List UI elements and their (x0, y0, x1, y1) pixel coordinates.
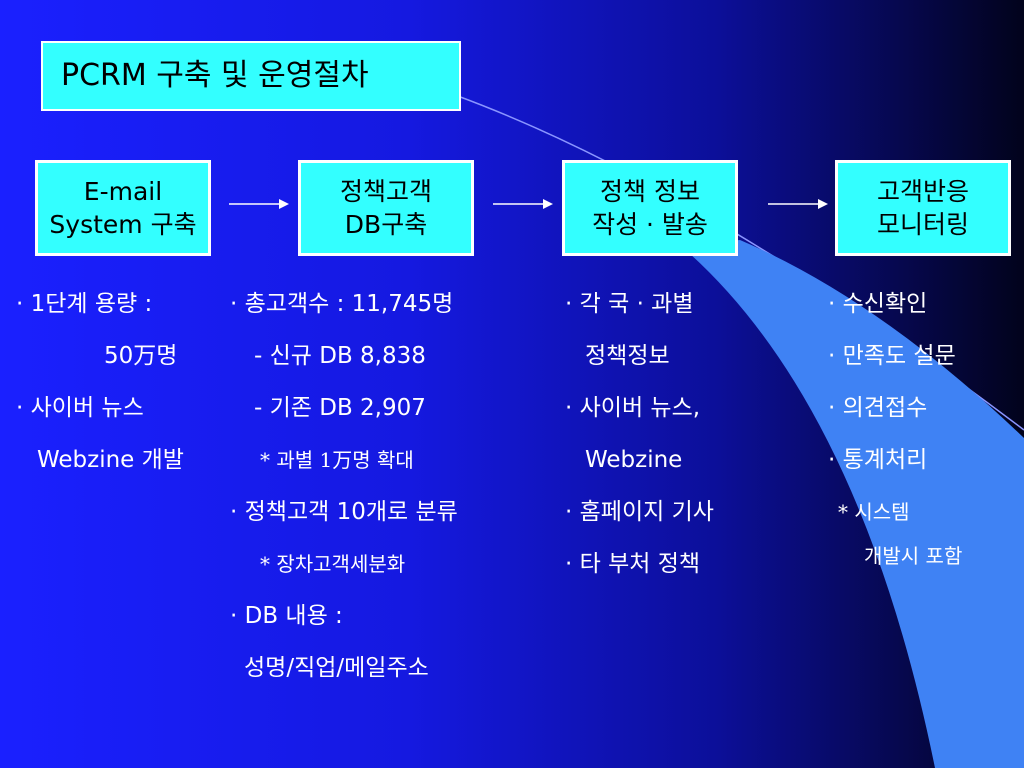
detail-line: · 통계처리 (828, 447, 928, 473)
step-label: 모니터링 (876, 210, 969, 239)
detail-note: 개발시 포함 (864, 544, 963, 568)
detail-line: · 만족도 설문 (828, 343, 956, 369)
detail-line: · 각 국 · 과별 (565, 291, 694, 317)
step-label: DB구축 (344, 210, 428, 239)
step-label: 고객반응 (876, 177, 969, 206)
detail-line: Webzine 개발 (37, 447, 184, 473)
details-policy-customer-db: · 총고객수 : 11,745명 - 신규 DB 8,838 - 기존 DB 2… (230, 284, 458, 700)
detail-line: 정책정보 (585, 343, 670, 369)
step-policy-customer-db: 정책고객 DB구축 (298, 160, 474, 256)
detail-line: · 홈페이지 기사 (565, 499, 714, 525)
highlight-sweep (680, 240, 1024, 768)
step-response-monitoring: 고객반응 모니터링 (835, 160, 1011, 256)
detail-line: · 수신확인 (828, 291, 928, 317)
detail-note: * 시스템 (838, 500, 910, 524)
detail-note: * 장차고객세분화 (260, 552, 406, 576)
step-label: 정책고객 (339, 177, 432, 206)
arrow-right-icon (229, 199, 289, 209)
details-response-monitoring: · 수신확인 · 만족도 설문 · 의견접수 · 통계처리 * 시스템 개발시 … (828, 284, 962, 588)
detail-note: * 과별 1万명 확대 (260, 448, 414, 472)
step-label: System 구축 (49, 210, 197, 239)
detail-line: 50万명 (104, 343, 178, 369)
step-email-system: E-mail System 구축 (35, 160, 211, 256)
step-label: E-mail (83, 177, 163, 206)
detail-line: Webzine (585, 447, 683, 473)
detail-line: 성명/직업/메일주소 (244, 655, 429, 681)
arrow-right-icon (493, 199, 553, 209)
detail-line: · 타 부처 정책 (565, 551, 701, 577)
details-email-system: · 1단계 용량 : 50万명 · 사이버 뉴스 Webzine 개발 (16, 284, 184, 492)
detail-line: · DB 내용 : (230, 603, 343, 629)
step-label: 정책 정보 (600, 177, 700, 206)
detail-line: · 1단계 용량 : (16, 291, 153, 317)
detail-line: · 사이버 뉴스 (16, 395, 144, 421)
detail-line: - 기존 DB 2,907 (254, 395, 426, 421)
detail-line: · 정책고객 10개로 분류 (230, 499, 458, 525)
detail-line: · 사이버 뉴스, (565, 395, 701, 421)
page-title: PCRM 구축 및 운영절차 (41, 41, 461, 111)
detail-line: - 신규 DB 8,838 (254, 343, 426, 369)
arrow-right-icon (768, 199, 828, 209)
step-label: 작성 · 발송 (592, 210, 708, 239)
detail-line: · 의견접수 (828, 395, 928, 421)
step-policy-info-send: 정책 정보 작성 · 발송 (562, 160, 738, 256)
details-policy-info-send: · 각 국 · 과별 정책정보 · 사이버 뉴스, Webzine · 홈페이지… (565, 284, 714, 596)
detail-line: · 총고객수 : 11,745명 (230, 291, 454, 317)
